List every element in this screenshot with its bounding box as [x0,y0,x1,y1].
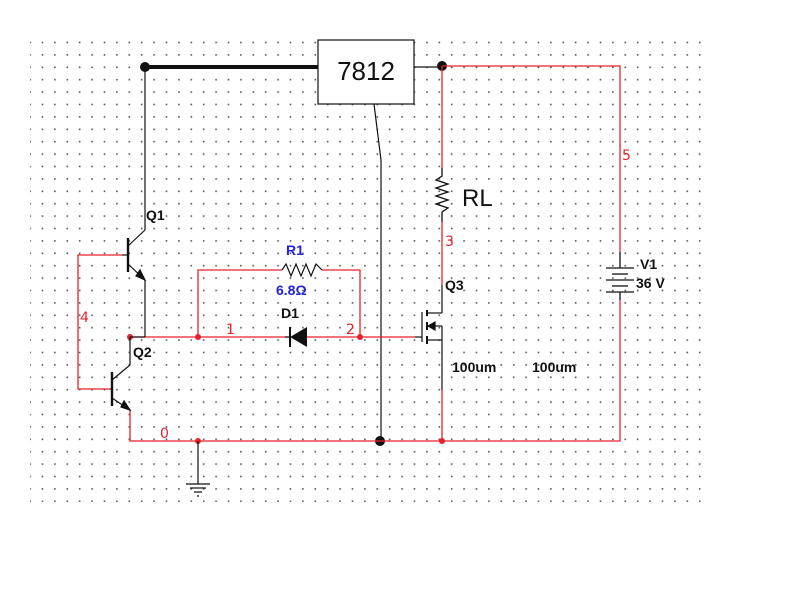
battery-v1-icon [606,252,634,300]
regulator-label: 7812 [337,56,395,86]
r1-label: R1 [286,242,304,258]
transistor-q1-icon [122,229,147,282]
resistor-r1-icon [281,262,323,278]
mosfet-width: 100um [452,359,496,375]
q2-label: Q2 [133,344,152,360]
q3-label: Q3 [445,277,464,293]
load-label: RL [462,185,493,212]
wire-r1-right [322,269,361,337]
d1-label: D1 [281,305,299,321]
net-label-4: 4 [80,310,89,326]
net-label-0: 0 [160,426,169,442]
junction-dot-net2 [357,334,363,340]
wire-q2-emitter [129,410,200,442]
load-resistor-rl-icon [433,168,451,222]
diode-d1-icon [285,327,307,347]
v1-value: 36 V [636,275,665,291]
wire-net4 [77,254,122,390]
mosfet-q3-icon [415,285,443,390]
rl-label-bg [458,180,500,212]
net-label-5: 5 [622,148,631,164]
transistor-q2-icon [110,364,132,412]
junction-dot-q3-source [439,438,445,444]
r1-value: 6.8Ω [276,282,307,298]
net-label-2: 2 [346,322,355,338]
dot-grid [30,34,702,502]
q1-label: Q1 [146,207,165,223]
ground-icon [186,483,210,497]
wire-r1-left [197,269,282,337]
mosfet-length: 100um [532,359,576,375]
net-label-1: 1 [226,322,235,338]
wire-v1-ground [200,300,621,442]
regulator-7812-box [317,39,415,105]
wire-net5 [442,65,621,252]
wire-regulator-ground [373,103,382,441]
net-label-3: 3 [445,234,454,250]
v1-label: V1 [640,256,657,272]
